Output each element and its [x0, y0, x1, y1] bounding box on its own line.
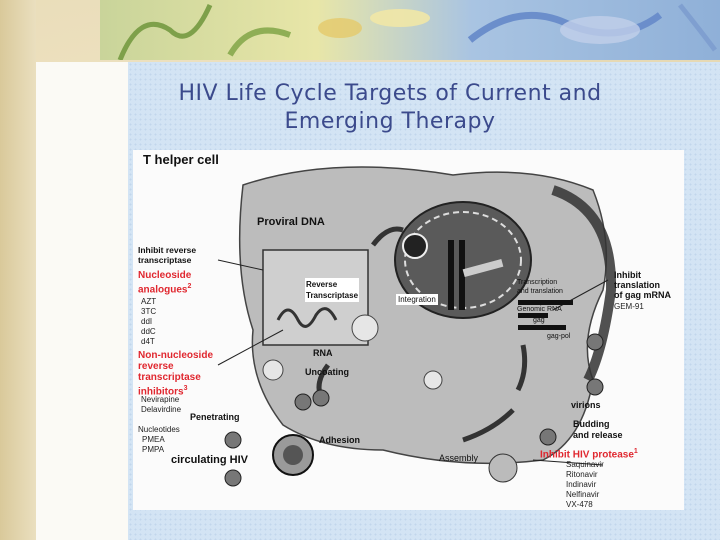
- penetrating-label: Penetrating: [190, 412, 240, 422]
- nucleotide-drug-list: Nucleotides PMEA PMPA: [138, 425, 180, 454]
- translation-drug: GEM-91: [614, 302, 644, 311]
- virions-label: virions: [571, 400, 601, 410]
- integration-label: Integration: [396, 294, 438, 305]
- slide-title: HIV Life Cycle Targets of Current and Em…: [178, 81, 602, 134]
- proviral-dna-label: Proviral DNA: [257, 216, 325, 228]
- inhibit-translation-label: Inhibit translation of gag mRNA: [614, 270, 671, 300]
- floral-banner: [100, 0, 720, 60]
- assembly-label: Assembly: [439, 453, 479, 463]
- env-label: env: [548, 325, 560, 332]
- gag-pol-label: gag-pol: [547, 333, 571, 340]
- virion-particles: [224, 333, 604, 487]
- rna-label: RNA: [313, 348, 333, 358]
- reverse-transcriptase-label: Reverse Transcriptase: [305, 278, 360, 302]
- budding-label: Budding and release: [573, 419, 623, 440]
- transcription-label: Transcription and translation: [517, 279, 563, 295]
- nnrti-label: Non-nucleoside reverse transcriptase inh…: [138, 350, 214, 398]
- circulating-hiv-label: circulating HIV: [171, 454, 249, 466]
- genomic-rna-label: Genomic RNA: [517, 306, 562, 313]
- content-left-band: [36, 62, 130, 540]
- nucleoside-drug-list: AZT 3TC ddI ddC d4T: [141, 297, 157, 346]
- protease-label: Inhibit HIV protease1: [540, 448, 638, 461]
- gag-label: gag: [533, 317, 545, 324]
- protease-drug-list: Saquinavir Ritonavir Indinavir Nelfinavi…: [566, 460, 604, 509]
- adhesion-label: Adhesion: [319, 435, 361, 445]
- left-decor-strip: [0, 0, 36, 540]
- nucleoside-analogues-label: Nucleoside analogues2: [138, 270, 192, 296]
- cell-label: T helper cell: [143, 152, 219, 167]
- diagram-artwork: [217, 166, 617, 487]
- uncoating-label: Uncoating: [305, 367, 349, 377]
- hiv-life-cycle-diagram: T helper cell Proviral DNA Integration R…: [133, 150, 684, 510]
- inhibit-rt-label: Inhibit reverse transcriptase: [138, 245, 197, 265]
- nnrti-drug-list: Nevirapine Delavirdine: [141, 395, 182, 414]
